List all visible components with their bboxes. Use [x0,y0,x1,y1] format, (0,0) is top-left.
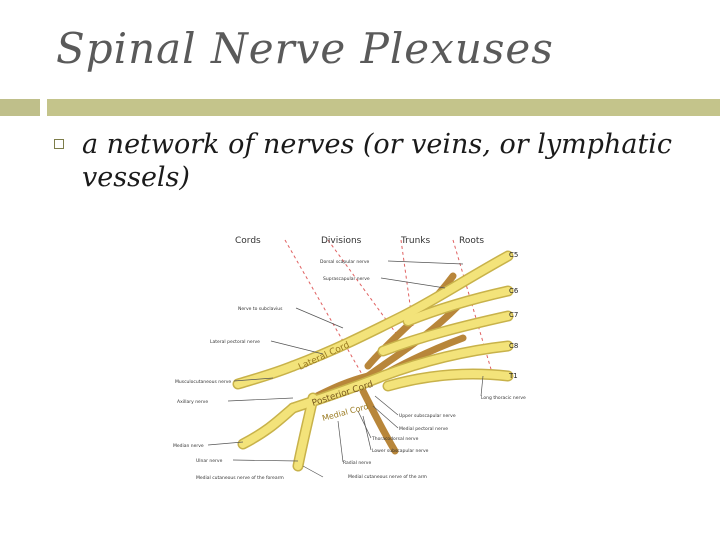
label-radial: Radial nerve [343,460,371,466]
root-t1: T1 [508,372,518,380]
label-median: Median nerve [173,443,204,449]
label-lateral-pectoral: Lateral pectoral nerve [210,339,260,345]
root-c5: C5 [509,251,518,259]
label-long-thoracic: Long thoracic nerve [481,395,526,401]
label-ulnar: Ulnar nerve [196,458,223,464]
root-c7: C7 [509,311,518,319]
brachial-plexus-svg: Cords Divisions Trunks Roots C5 C6 C7 C8… [173,236,526,481]
root-c6: C6 [509,287,519,295]
root-c8: C8 [509,342,518,350]
header-trunks: Trunks [400,236,430,246]
leader-lines [207,260,484,478]
label-medial-cutaneous-arm: Medial cutaneous nerve of the arm [348,474,427,480]
label-suprascapular: Suprascapular nerve [323,276,370,282]
slide-title: Spinal Nerve Plexuses [56,24,554,73]
accent-bar-left [0,99,40,116]
label-musculocutaneous: Musculocutaneous nerve [175,379,231,385]
label-thoracodorsal: Thoracodorsal nerve [371,436,419,442]
label-medial-pectoral: Medial pectoral nerve [399,426,448,432]
label-medial-cutaneous-forearm: Medial cutaneous nerve of the forearm [196,475,284,481]
header-cords: Cords [235,236,261,246]
label-upper-subscapular: Upper subscapular nerve [399,413,456,419]
label-dorsal-scapular: Dorsal scapular nerve [320,259,370,265]
bullet-square-icon [54,139,64,149]
bullet-text: a network of nerves (or veins, or lympha… [82,129,673,193]
header-divisions: Divisions [321,236,362,246]
header-roots: Roots [459,236,484,246]
label-subclavius: Nerve to subclavius [238,306,283,312]
nerve-trunks [234,252,512,470]
label-lower-subscapular: Lower subscapular nerve [372,448,429,454]
label-axillary: Axillary nerve [177,399,208,405]
accent-bar-right [47,99,720,116]
brachial-plexus-diagram: Cords Divisions Trunks Roots C5 C6 C7 C8… [163,226,555,488]
